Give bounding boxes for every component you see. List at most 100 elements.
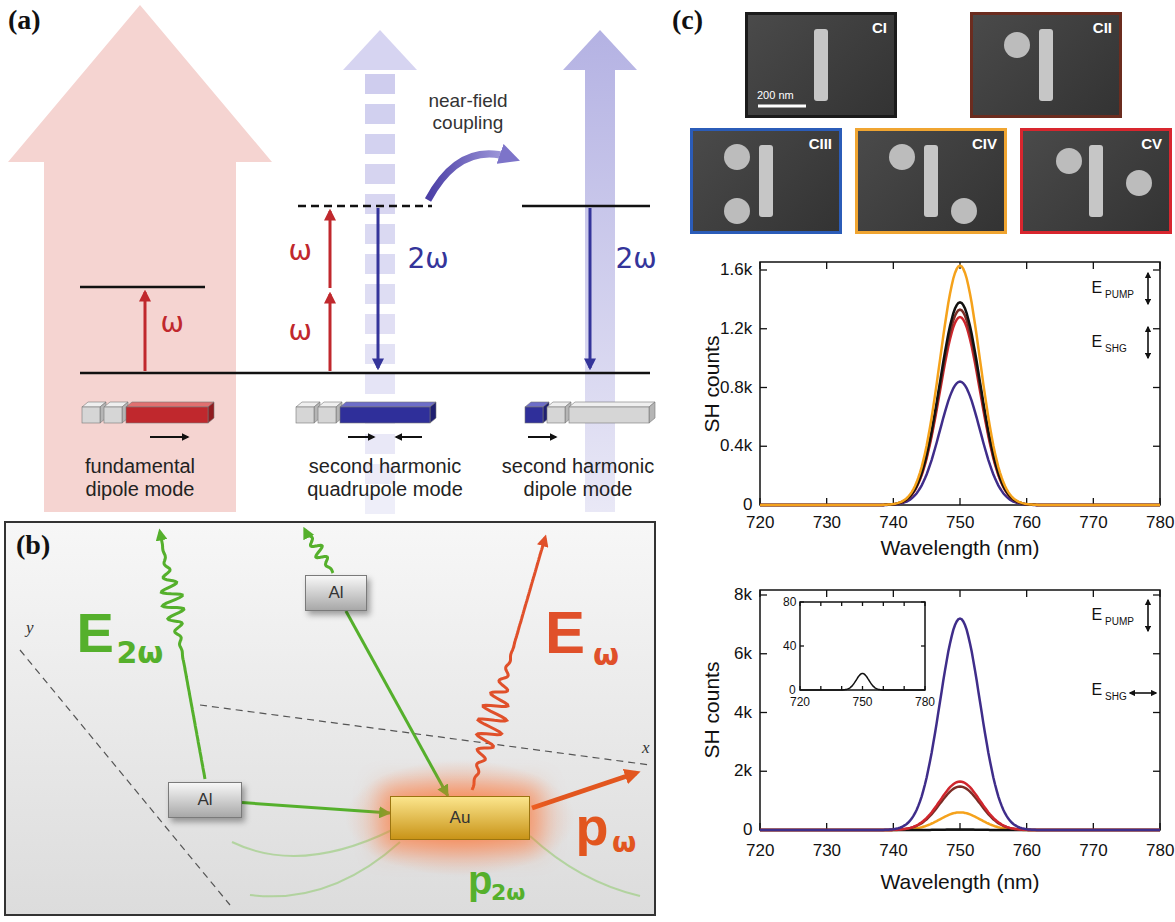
tick-label: 2k (734, 761, 752, 781)
axis-tick (1153, 269, 1160, 270)
axis-tick (826, 498, 827, 505)
plot-frame (800, 602, 925, 690)
quadrupole-emission-arrow (343, 30, 417, 70)
light-pulses (160, 530, 545, 790)
axis-tick (760, 653, 767, 654)
axis-tick (1153, 653, 1160, 654)
nanoblock-icon (126, 402, 214, 423)
quadrupole-emission-arrow (365, 74, 395, 514)
axis-tick (1153, 712, 1160, 713)
block-top (82, 402, 106, 407)
tick-label: 780 (1146, 513, 1174, 533)
axis-tick (826, 590, 827, 597)
tick-label: 720 (746, 841, 774, 861)
axis-name: x (642, 738, 650, 758)
photon-arrow (329, 211, 332, 288)
axis-tick (820, 602, 821, 606)
axis-tick (841, 602, 842, 606)
nanodisk (1056, 148, 1082, 174)
axis-tick (959, 498, 960, 505)
polarization-label: SHG (1105, 691, 1127, 702)
arrow-dash (365, 104, 395, 124)
nanoblock-icon (296, 402, 320, 423)
coupling-label: near-field coupling (409, 90, 527, 134)
axis-title: Wavelength (nm) (881, 870, 1040, 894)
spectrum-curve (760, 382, 1160, 505)
frequency-label: ω (289, 234, 312, 267)
axis-tick (799, 602, 800, 606)
axis-tick (862, 686, 863, 690)
nanodisk (1126, 170, 1152, 196)
material-label: Al (197, 790, 212, 810)
polarization-arrow (1147, 273, 1149, 304)
axis-tick (1093, 262, 1094, 269)
axis-line (200, 705, 650, 765)
axis-tick (799, 686, 800, 690)
virtual-level (298, 205, 432, 208)
aluminum-nanorod: Al (168, 782, 242, 818)
block-top (525, 402, 549, 407)
arrow-dash (365, 344, 395, 364)
dipole-arrow (528, 436, 556, 438)
axis-tick (921, 645, 925, 646)
polarization-label: E (1092, 333, 1103, 351)
plot-frame (760, 590, 1160, 830)
nanoblock-icon (104, 402, 128, 423)
mode-caption: second harmonic dipole mode (491, 455, 666, 501)
dipole-arrow (150, 436, 188, 438)
inset-tick-label: 780 (915, 695, 935, 709)
block-front (547, 407, 565, 423)
spectrum-curve (760, 619, 1160, 831)
axis-title: SH counts (700, 662, 724, 759)
axis-tick (1153, 594, 1160, 595)
arrow-dash (365, 254, 395, 274)
block-front (296, 407, 314, 423)
axis-tick (1026, 262, 1027, 269)
axis-tick (883, 686, 884, 690)
sem-image: CV (1020, 128, 1172, 234)
block-top (340, 402, 436, 407)
arrow-dash (365, 134, 395, 154)
spectrum-curve (760, 302, 1160, 505)
block-front (525, 407, 543, 423)
arrow-dash (365, 74, 395, 94)
tick-label: 8k (734, 585, 752, 605)
energy-level (522, 205, 650, 208)
tick-label: 6k (734, 644, 752, 664)
tick-label: 750 (946, 513, 974, 533)
tick-label: 730 (813, 513, 841, 533)
arrow-dash (365, 194, 395, 214)
arrow-dash (365, 374, 395, 394)
block-front (82, 407, 100, 423)
tick-label: 770 (1079, 841, 1107, 861)
axis-tick (1026, 823, 1027, 830)
panel-letter: (a) (8, 4, 41, 36)
axis-tick (800, 601, 804, 602)
polarization-arrow (1130, 692, 1156, 694)
nanoblock-icon (547, 402, 571, 423)
mode-caption: second harmonic quadrupole mode (295, 455, 475, 501)
sem-image: CIV (855, 128, 1007, 234)
arrow-dash (365, 284, 395, 304)
frequency-label: 2ω (616, 242, 657, 275)
axis-tick (760, 594, 767, 595)
material-label: Au (450, 808, 471, 828)
light-pulse (472, 538, 545, 790)
tick-label: 720 (746, 513, 774, 533)
dipole-subscript: 2ω (491, 880, 525, 905)
nanodisk (889, 144, 915, 170)
inset-tick-label: 0 (789, 683, 796, 697)
axis-tick (1026, 498, 1027, 505)
block-side (314, 402, 320, 423)
dipole-symbol: p (576, 795, 609, 857)
axis-tick (1093, 823, 1094, 830)
field-symbol: E (545, 598, 585, 667)
tick-label: 0.8k (720, 378, 752, 398)
axis-tick (760, 712, 767, 713)
block-side (100, 402, 106, 423)
axis-tick (760, 771, 767, 772)
sample-label: CIV (972, 135, 997, 152)
nanoblock-icon (318, 402, 342, 423)
nanoblock-icon (569, 402, 655, 423)
